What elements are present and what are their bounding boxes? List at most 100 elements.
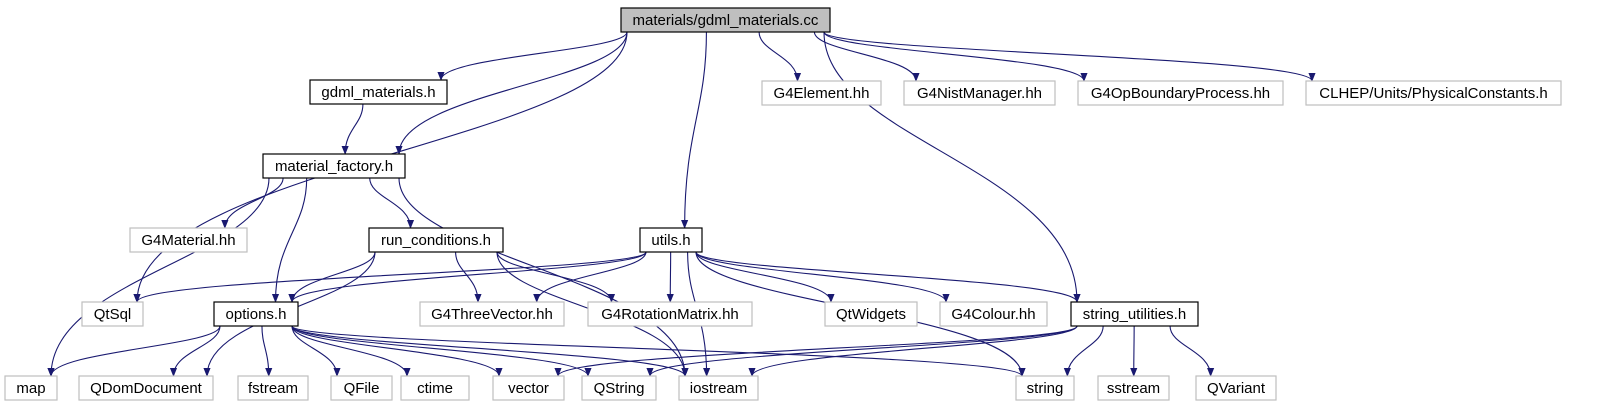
node-string-utilities-h[interactable]: string_utilities.h xyxy=(1070,301,1199,327)
edge-root-to-g4element xyxy=(758,31,802,82)
node-g4element: G4Element.hh xyxy=(761,80,882,106)
node-box xyxy=(330,375,393,401)
node-box xyxy=(1070,301,1199,327)
node-label: ctime xyxy=(417,380,453,397)
edge-string_utilities_h-to-qstring xyxy=(646,325,1078,377)
node-label: QVariant xyxy=(1207,380,1266,397)
node-box xyxy=(639,227,703,253)
edge-options_h-to-string xyxy=(291,325,1026,377)
edge-options_h-to-ctime xyxy=(291,325,411,377)
node-box xyxy=(368,227,504,253)
edge-root-to-clhep xyxy=(823,31,1316,82)
node-label: material_factory.h xyxy=(275,158,393,175)
node-sstream: sstream xyxy=(1097,375,1170,401)
edge-root-to-g4nistmanager xyxy=(813,31,920,82)
edge-root-to-g4opboundary xyxy=(823,31,1088,82)
node-box xyxy=(678,375,759,401)
node-run-conditions-h[interactable]: run_conditions.h xyxy=(368,227,504,253)
node-vector: vector xyxy=(492,375,565,401)
edge-options_h-to-qfile xyxy=(291,325,341,377)
edges-layer xyxy=(47,31,1316,377)
node-label: G4RotationMatrix.hh xyxy=(601,306,739,323)
node-qvariant: QVariant xyxy=(1195,375,1277,401)
edge-options_h-to-fstream xyxy=(261,325,273,377)
node-box xyxy=(129,227,248,253)
edge-options_h-to-vector xyxy=(291,325,503,377)
node-g4rotationmatrix: G4RotationMatrix.hh xyxy=(587,301,753,327)
node-label: QFile xyxy=(344,380,380,397)
edge-string_utilities_h-to-vector xyxy=(554,325,1078,377)
node-label: gdml_materials.h xyxy=(321,84,435,101)
edge-string_utilities_h-to-iostream xyxy=(748,325,1078,377)
node-box xyxy=(213,301,299,327)
node-label: G4Element.hh xyxy=(774,85,870,102)
node-box xyxy=(492,375,565,401)
node-label: options.h xyxy=(226,306,287,323)
node-box xyxy=(1077,80,1284,106)
node-box xyxy=(620,7,831,33)
node-string: string xyxy=(1015,375,1075,401)
node-box xyxy=(824,301,918,327)
node-label: run_conditions.h xyxy=(381,232,491,249)
node-box xyxy=(1097,375,1170,401)
node-box xyxy=(587,301,753,327)
node-label: string xyxy=(1027,380,1064,397)
node-label: utils.h xyxy=(651,232,690,249)
edge-utils_h-to-qtsql xyxy=(133,251,647,303)
node-gdml-materials-h[interactable]: gdml_materials.h xyxy=(309,79,448,105)
node-label: QtSql xyxy=(94,306,132,323)
node-box xyxy=(309,79,448,105)
nodes-layer: materials/gdml_materials.cc gdml_material… xyxy=(4,7,1562,401)
edge-root-to-utils_h xyxy=(681,31,707,229)
node-label: vector xyxy=(508,380,549,397)
node-box xyxy=(81,301,144,327)
node-material-factory-h[interactable]: material_factory.h xyxy=(262,153,406,179)
node-qstring: QString xyxy=(581,375,657,401)
node-utils-h[interactable]: utils.h xyxy=(639,227,703,253)
node-label: G4Colour.hh xyxy=(951,306,1035,323)
node-label: fstream xyxy=(248,380,298,397)
edge-utils_h-to-g4colour xyxy=(695,251,950,303)
node-box xyxy=(761,80,882,106)
edge-utils_h-to-options_h xyxy=(288,251,647,303)
node-label: CLHEP/Units/PhysicalConstants.h xyxy=(1319,85,1547,102)
edge-material_factory_h-to-map xyxy=(47,177,270,377)
node-ctime: ctime xyxy=(400,375,470,401)
node-g4material: G4Material.hh xyxy=(129,227,248,253)
edge-options_h-to-map xyxy=(47,325,221,377)
node-label: G4OpBoundaryProcess.hh xyxy=(1091,85,1270,102)
node-label: map xyxy=(16,380,45,397)
node-g4colour: G4Colour.hh xyxy=(939,301,1048,327)
edge-string_utilities_h-to-qvariant xyxy=(1169,325,1215,377)
node-label: G4ThreeVector.hh xyxy=(431,306,553,323)
node-iostream: iostream xyxy=(678,375,759,401)
node-root[interactable]: materials/gdml_materials.cc xyxy=(620,7,831,33)
edge-material_factory_h-to-g4material xyxy=(221,177,284,229)
node-label: string_utilities.h xyxy=(1083,306,1186,323)
edge-utils_h-to-g4threevector xyxy=(533,251,647,303)
node-box xyxy=(419,301,565,327)
node-label: QtWidgets xyxy=(836,306,906,323)
node-box xyxy=(78,375,214,401)
node-label: G4NistManager.hh xyxy=(917,85,1042,102)
edge-run_conditions_h-to-g4rotationmatrix xyxy=(496,251,616,303)
node-box xyxy=(1195,375,1277,401)
node-options-h[interactable]: options.h xyxy=(213,301,299,327)
edge-utils_h-to-qtwidgets xyxy=(695,251,835,303)
edge-options_h-to-qdomdocument xyxy=(169,325,221,377)
edge-string_utilities_h-to-string xyxy=(1063,325,1104,377)
node-g4opboundary: G4OpBoundaryProcess.hh xyxy=(1077,80,1284,106)
node-box xyxy=(581,375,657,401)
node-box xyxy=(400,375,470,401)
node-qtsql: QtSql xyxy=(81,301,144,327)
node-box xyxy=(4,375,58,401)
node-box xyxy=(262,153,406,179)
node-qtwidgets: QtWidgets xyxy=(824,301,918,327)
edge-root-to-string_utilities_h xyxy=(823,31,1081,303)
node-label: QString xyxy=(594,380,645,397)
node-box xyxy=(237,375,309,401)
edge-options_h-to-iostream xyxy=(291,325,689,377)
edge-root-to-gdml_materials_h xyxy=(437,31,628,81)
node-g4threevector: G4ThreeVector.hh xyxy=(419,301,565,327)
